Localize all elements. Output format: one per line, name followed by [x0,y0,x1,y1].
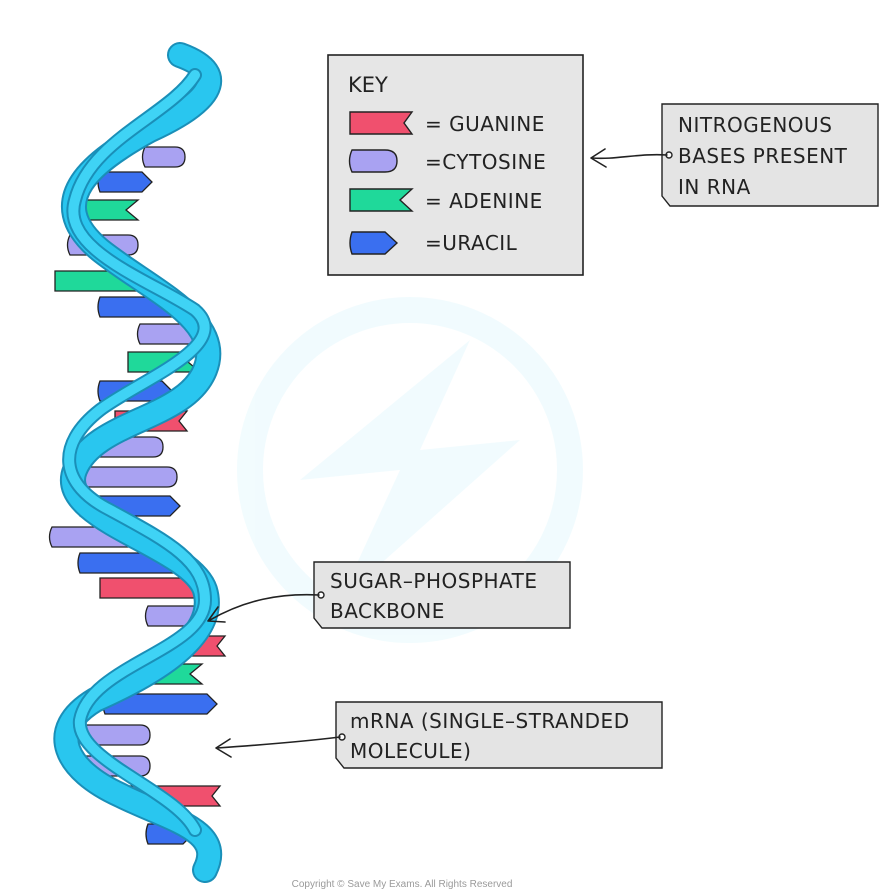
bases-label-line-2: BASES PRESENT [678,144,848,168]
key-item-guanine: = GUANINE [349,111,545,136]
key-label-guanine: = GUANINE [425,112,545,136]
label-nitrogenous-bases: NITROGENOUS BASES PRESENT IN RNA [590,103,879,207]
bases-pointer-arrow [590,148,668,168]
watermark-logo [237,297,583,643]
mrna-label-line-2: MOLECULE) [350,739,471,763]
adenine-swatch-icon [349,188,414,212]
key-label-adenine: = ADENINE [425,189,543,213]
label-mrna: mRNA (SINGLE–STRANDED MOLECULE) [215,701,663,769]
backbone-strand-front-fill [64,70,211,835]
key-title: KEY [348,73,388,97]
base-cytosine [141,146,186,168]
sugar-phosphate-backbone [53,42,223,883]
mrna-pointer-arrow [215,736,341,758]
guanine-swatch-icon [349,111,414,135]
mrna-label-line-1: mRNA (SINGLE–STRANDED [350,709,630,733]
key-label-cytosine: =CYTOSINE [425,150,546,174]
backbone-pointer-arrow [207,593,320,623]
backbone-label-line-1: SUGAR–PHOSPHATE [330,569,538,593]
label-sugar-phosphate-backbone: SUGAR–PHOSPHATE BACKBONE [207,561,571,629]
key-item-uracil: =URACIL [349,231,518,255]
base-cytosine [78,466,178,488]
key-item-adenine: = ADENINE [349,188,543,213]
uracil-swatch-icon [349,231,399,255]
bases-label-line-3: IN RNA [678,175,751,199]
key-panel: KEY = GUANINE =CYTOSINE = ADENINE =URACI… [327,54,584,276]
key-label-uracil: =URACIL [425,231,518,255]
cytosine-swatch-icon [348,149,398,173]
bases-label-line-1: NITROGENOUS [678,113,832,137]
key-item-cytosine: =CYTOSINE [348,149,546,174]
backbone-label-line-2: BACKBONE [330,599,445,623]
copyright-notice: Copyright © Save My Exams. All Rights Re… [292,879,513,890]
base-uracil [97,171,153,193]
